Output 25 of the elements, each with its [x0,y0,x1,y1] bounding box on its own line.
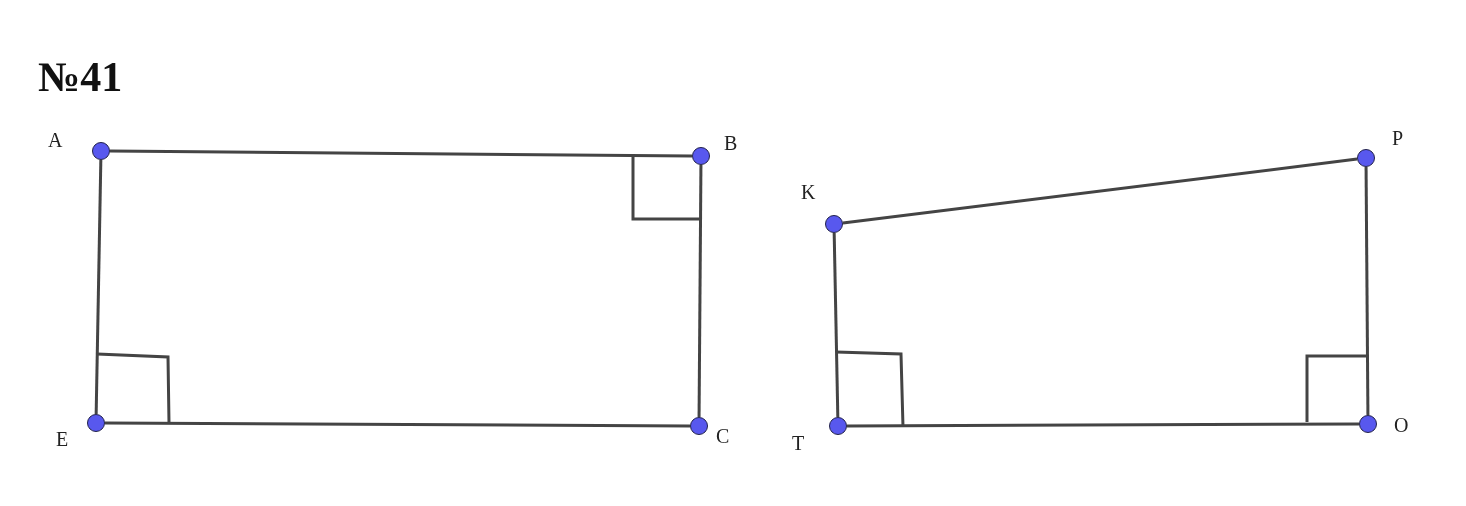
line-segment [832,232,840,418]
point-label: O [1394,415,1409,435]
point-label: A [48,130,63,150]
point-dot [692,147,710,165]
point-dot [87,414,105,432]
point-label: C [716,426,730,446]
line-segment [94,159,103,415]
point-dot [690,417,708,435]
point-label: K [801,182,816,202]
problem-number: №41 [38,56,123,98]
line-segment [697,165,703,417]
point-label: B [724,133,738,153]
point-dot [1357,149,1375,167]
line-segment [1364,167,1370,415]
line-segment [842,157,1358,225]
line-segment [105,421,690,428]
point-label: E [56,429,69,449]
point-label: T [792,433,805,453]
point-dot [92,142,110,160]
point-label: P [1392,128,1404,148]
point-dot [825,215,843,233]
point-dot [829,417,847,435]
point-dot [1359,415,1377,433]
line-segment [110,149,692,158]
line-segment [847,422,1359,428]
